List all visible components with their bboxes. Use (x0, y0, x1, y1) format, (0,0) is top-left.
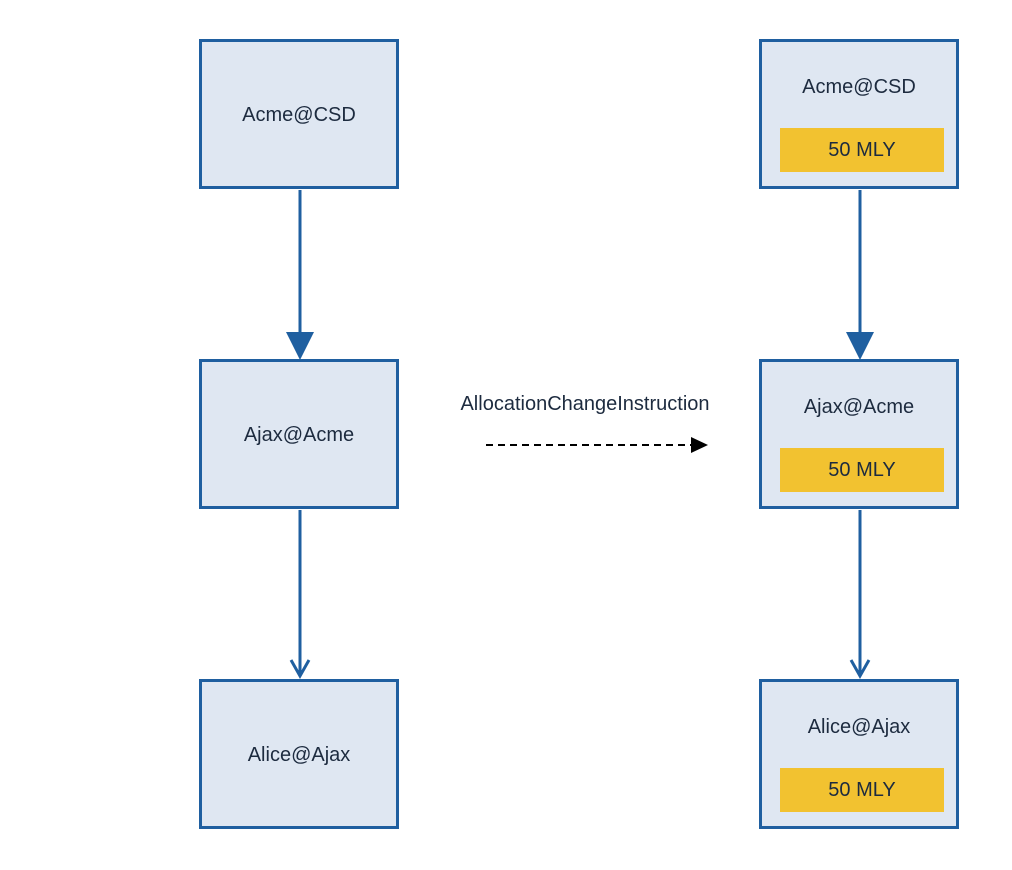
allocation-badge: 50 MLY (780, 768, 944, 812)
before-node-ajax-acme[interactable]: Ajax@Acme (199, 359, 399, 509)
after-node-ajax-acme[interactable]: Ajax@Acme 50 MLY (759, 359, 959, 509)
allocation-badge: 50 MLY (780, 448, 944, 492)
allocation-badge: 50 MLY (780, 128, 944, 172)
node-label: Acme@CSD (802, 76, 916, 98)
before-node-acme-csd[interactable]: Acme@CSD (199, 39, 399, 189)
after-arrow-1-head (846, 332, 874, 360)
node-label: Ajax@Acme (803, 396, 915, 418)
instruction-arrow-head (691, 437, 708, 453)
node-label: Alice@Ajax (807, 716, 911, 738)
node-label: Acme@CSD (242, 104, 356, 126)
before-arrow-2-head (289, 659, 311, 680)
after-arrow-2-head (849, 659, 871, 680)
node-label: Ajax@Acme (243, 424, 355, 446)
after-node-acme-csd[interactable]: Acme@CSD 50 MLY (759, 39, 959, 189)
instruction-label: AllocationChangeInstruction (460, 393, 710, 415)
node-label: Alice@Ajax (247, 744, 351, 766)
before-node-alice-ajax[interactable]: Alice@Ajax (199, 679, 399, 829)
after-node-alice-ajax[interactable]: Alice@Ajax 50 MLY (759, 679, 959, 829)
before-arrow-1-head (286, 332, 314, 360)
